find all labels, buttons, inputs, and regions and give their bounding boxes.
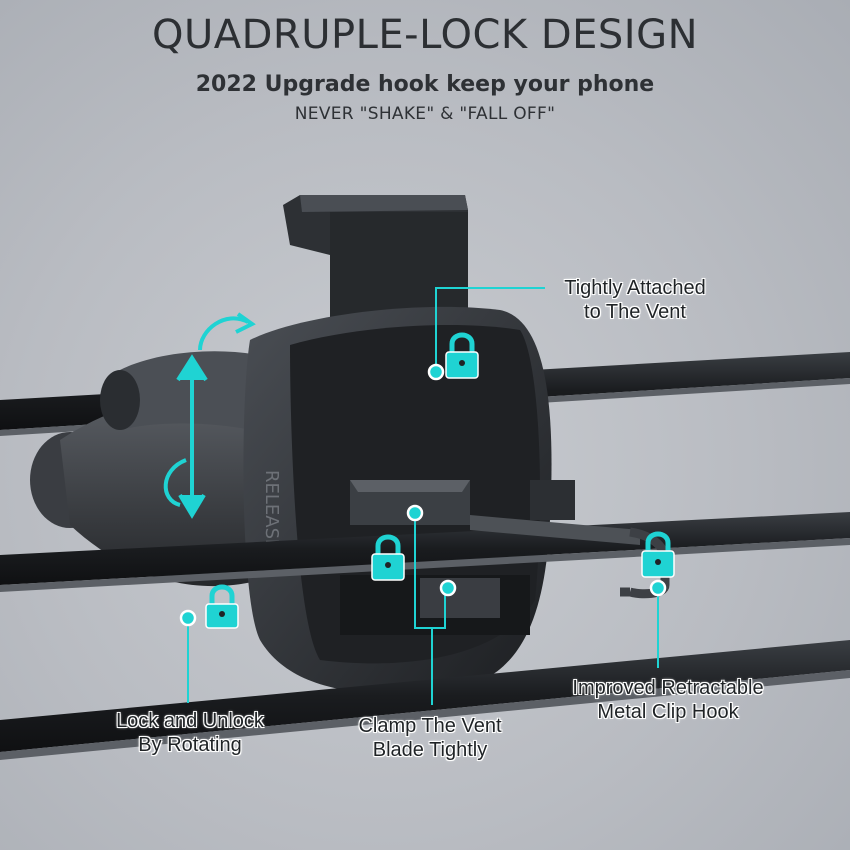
subtitle: 2022 Upgrade hook keep your phone <box>195 72 655 97</box>
leader-lines <box>187 287 659 705</box>
callout-tight-line2: to The Vent <box>584 301 686 323</box>
clamp-jaws <box>340 480 575 635</box>
tagline: NEVER "SHAKE" & "FALL OFF" <box>294 104 556 124</box>
vent-slat-bottom <box>0 640 850 752</box>
callout-clamp-line1: Clamp The Vent <box>358 715 502 737</box>
callout-tight-line1: Tightly Attached <box>564 277 706 299</box>
callout-hook-line1: Improved Retractable <box>572 677 764 699</box>
rotate-arrow-icon <box>163 312 256 519</box>
padlock-icon <box>641 531 675 578</box>
mount-body-label: RELEASE <box>261 470 282 550</box>
callout-lock-unlock: Lock and Unlock By Rotating <box>90 709 290 757</box>
callout-dot-icon <box>179 363 667 627</box>
padlock-icon <box>205 584 239 629</box>
padlock-icon <box>445 332 479 379</box>
callout-metal-hook: Improved Retractable Metal Clip Hook <box>548 676 788 724</box>
callout-rotate-line2: By Rotating <box>138 734 242 756</box>
callout-hook-line2: Metal Clip Hook <box>597 701 739 723</box>
callout-tightly-attached: Tightly Attached to The Vent <box>540 276 730 324</box>
top-hook <box>283 195 468 330</box>
callout-clamp-line2: Blade Tightly <box>372 739 488 761</box>
padlock-icon <box>371 534 405 581</box>
page-title: QUADRUPLE-LOCK DESIGN <box>151 12 698 58</box>
callout-clamp-vent: Clamp The Vent Blade Tightly <box>330 714 530 762</box>
callout-rotate-line1: Lock and Unlock <box>116 710 264 732</box>
